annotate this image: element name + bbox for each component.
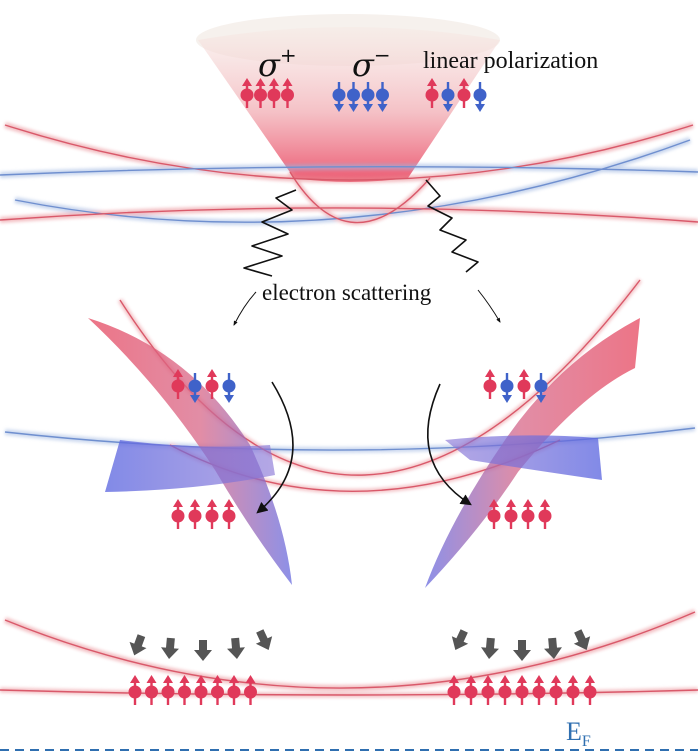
linear-polarization-label: linear polarization: [423, 48, 598, 74]
gray-down-arrow: [227, 637, 245, 659]
spin-group-bottom-left: [128, 675, 257, 705]
spin-up-electron: [211, 675, 224, 705]
spin-up-electron: [171, 499, 185, 529]
spin-down-electron: [500, 373, 514, 403]
spin-up-electron: [583, 675, 597, 705]
gray-down-arrow: [513, 640, 531, 661]
spin-up-electron: [504, 499, 518, 529]
spin-up-electron: [464, 675, 478, 705]
spin-group-bottom-right: [447, 675, 597, 705]
spin-group-linear: [425, 78, 487, 112]
spin-up-electron: [483, 369, 497, 399]
spin-up-electron: [171, 369, 185, 399]
gray-down-arrow: [573, 629, 591, 650]
spin-up-electron: [538, 499, 552, 529]
spin-up-electron: [521, 499, 535, 529]
gray-down-arrow: [194, 640, 212, 661]
spin-down-electron: [441, 82, 455, 112]
spin-group-left-lower: [171, 499, 236, 529]
middle-band-structure: [4, 278, 696, 588]
spin-up-electron: [128, 675, 142, 705]
spin-up-electron: [481, 675, 495, 705]
top-band-structure: [0, 122, 698, 226]
spin-up-electron: [457, 78, 471, 108]
spin-group-left-upper: [171, 369, 236, 403]
fermi-level-label: EF: [566, 717, 591, 750]
spin-down-electron: [376, 82, 389, 112]
sigma-minus-label: σ−: [352, 43, 391, 84]
spin-up-electron: [447, 675, 461, 705]
gray-down-arrow: [129, 634, 147, 656]
spin-groups: [128, 78, 597, 705]
spin-up-electron: [267, 78, 281, 108]
spin-up-electron: [515, 675, 529, 705]
spin-group-right-lower: [487, 499, 552, 529]
spin-up-electron: [566, 675, 580, 705]
spin-up-electron: [549, 675, 563, 705]
gray-down-arrow: [544, 637, 562, 659]
spin-up-electron: [487, 499, 501, 529]
spin-down-electron: [188, 373, 202, 403]
scattering-waves: [233, 179, 501, 326]
spin-group-sigma-minus: [332, 82, 389, 112]
spin-up-electron: [281, 78, 294, 108]
spin-up-electron: [205, 499, 219, 529]
sigma-plus-label: σ+: [258, 43, 297, 84]
gray-down-arrow: [481, 637, 499, 659]
spin-up-electron: [532, 675, 546, 705]
spin-down-electron: [534, 373, 548, 403]
electron-scattering-label: electron scattering: [262, 280, 432, 305]
relaxation-arrows: [129, 629, 591, 661]
spin-up-electron: [222, 499, 236, 529]
spin-up-electron: [254, 78, 267, 108]
spin-down-electron: [473, 82, 487, 112]
spin-group-sigma-plus: [240, 78, 294, 108]
spin-up-electron: [240, 78, 254, 108]
spin-down-electron: [222, 373, 236, 403]
spin-down-electron: [347, 82, 360, 112]
gray-down-arrow: [451, 629, 469, 650]
spin-up-electron: [188, 499, 202, 529]
spin-up-electron: [178, 675, 191, 705]
spin-up-electron: [244, 675, 257, 705]
spin-up-electron: [227, 675, 241, 705]
spin-down-electron: [332, 82, 346, 112]
spin-up-electron: [145, 675, 158, 705]
spin-group-right-upper: [483, 369, 548, 403]
gray-down-arrow: [255, 629, 273, 650]
spin-up-electron: [517, 369, 531, 399]
bottom-band-structure: [0, 609, 698, 698]
spin-up-electron: [498, 675, 512, 705]
spin-up-electron: [194, 675, 208, 705]
gray-down-arrow: [161, 637, 179, 659]
spin-down-electron: [361, 82, 375, 112]
spin-up-electron: [205, 369, 219, 399]
spin-up-electron: [161, 675, 175, 705]
spin-up-electron: [425, 78, 439, 108]
